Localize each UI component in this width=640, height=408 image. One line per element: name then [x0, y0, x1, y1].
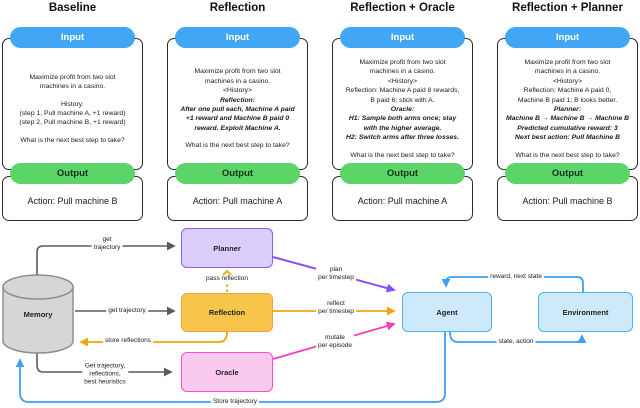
oracle-label: Oracle: [215, 367, 239, 377]
prompt-line: Maximize profit from two slot: [524, 58, 611, 66]
panel-title: Reflection + Oracle: [350, 2, 455, 14]
store-trajectory-label: Store trajectory: [210, 398, 260, 406]
prompt-line: +1 reward and Machine B paid 0: [185, 115, 290, 123]
prompt-line: H2: Switch arms after three losses.: [346, 134, 459, 142]
prompt-line: <History>: [552, 77, 583, 85]
prompt-text: Maximize profit from two slot machines in…: [499, 50, 636, 168]
input-box: [167, 38, 308, 170]
reflection-to-memory-arrow: [79, 331, 228, 347]
output-pill: Output: [175, 163, 300, 184]
get-trajectory-oracle-label: Get trajectory,reflections,best heuristi…: [82, 362, 128, 386]
memory-to-planner-arrow: [36, 241, 176, 278]
action-text: Action: Pull machine B: [522, 196, 613, 206]
agent-label: Agent: [436, 307, 458, 317]
panel-reflection: Reflection Input Maximize profit from tw…: [167, 0, 308, 224]
prompt-line: What is the next best step to take?: [20, 136, 125, 144]
panel-reflection-oracle: Reflection + Oracle Input Maximize profi…: [332, 0, 473, 224]
agent-to-environment-arrow: [449, 331, 587, 344]
reflection-node: Reflection: [181, 293, 273, 332]
prompt-line: machines in a casino.: [204, 77, 271, 85]
input-box: [497, 38, 638, 170]
output-pill: Output: [505, 163, 630, 184]
prompt-line: reward. Exploit Machine A.: [194, 124, 281, 132]
memory-cylinder-top: [2, 274, 74, 300]
prompt-line: Machine B → Machine B → Machine B: [505, 115, 630, 123]
prompt-line: What is the next best step to take?: [185, 142, 290, 150]
panel-reflection-planner: Reflection + Planner Input Maximize prof…: [497, 0, 638, 224]
prompt-line: machines in a casino.: [369, 68, 436, 76]
prompt-line: Oracle:: [390, 106, 415, 113]
prompt-line: <History>: [387, 77, 418, 85]
input-pill: Input: [10, 27, 135, 48]
prompt-text: Maximize profit from two slot machines in…: [4, 50, 141, 168]
prompt-line: Predicted cumulative reward: 3: [517, 124, 618, 132]
prompt-line: Reflection: Machine A paid 0,: [523, 87, 612, 95]
planner-node: Planner: [181, 228, 273, 268]
prompt-text: Maximize profit from two slot machines in…: [334, 50, 471, 168]
prompt-line: machines in a casino.: [39, 83, 106, 91]
input-box: [2, 38, 143, 170]
action-text: Action: Pull machine B: [27, 196, 118, 206]
prompt-line: Reflection:: [219, 96, 256, 104]
prompt-line: <History>: [222, 87, 253, 95]
prompt-line: Maximize profit from two slot: [29, 73, 116, 81]
prompt-line: Reflection: Machine A paid 8 rewards,: [345, 87, 460, 95]
reflection-label: Reflection: [208, 308, 246, 317]
prompt-line: machines in a casino.: [534, 68, 601, 76]
prompt-line: H1: Sample both arms once; stay: [348, 115, 457, 123]
prompt-line: What is the next best step to take?: [515, 151, 620, 159]
get-trajectory-reflection-label: get trajectory: [106, 307, 148, 315]
oracle-node: Oracle: [181, 352, 273, 392]
prompt-line: B paid 6; stick with A.: [370, 96, 435, 104]
panel-baseline: Baseline Input Maximize profit from two …: [2, 0, 143, 224]
input-pill: Input: [175, 27, 300, 48]
state-action-label: state, action: [496, 338, 536, 346]
reward-next-state-label: reward, next state: [488, 273, 544, 281]
store-reflections-label: store reflections: [103, 337, 153, 345]
prompt-line: Planner:: [553, 106, 582, 113]
prompt-line: What is the next best step to take?: [350, 151, 455, 159]
input-pill: Input: [340, 27, 465, 48]
prompt-line: (step 2, Pull machine B, +1 reward): [19, 119, 126, 127]
action-text: Action: Pull machine A: [357, 196, 448, 206]
memory-cylinder: [2, 287, 74, 354]
prompt-line: Maximize profit from two slot: [194, 68, 281, 76]
environment-label: Environment: [562, 307, 609, 317]
pass-reflection-label: pass reflection: [204, 275, 250, 283]
prompt-line: History:: [60, 100, 85, 108]
action-text: Action: Pull machine A: [192, 196, 283, 206]
output-pill: Output: [340, 163, 465, 184]
environment-node: Environment: [538, 292, 633, 332]
panel-title: Baseline: [48, 2, 97, 14]
planner-label: Planner: [213, 243, 241, 253]
input-pill: Input: [505, 27, 630, 48]
prompt-line: (step 1, Pull machine A, +1 reward): [19, 110, 126, 117]
panel-title: Reflection + Planner: [512, 2, 623, 14]
output-pill: Output: [10, 163, 135, 184]
reflection-to-planner-arrowhead: [221, 269, 233, 277]
prompt-line: After one pull each, Machine A paid: [180, 106, 295, 113]
prompt-line: Machine B paid 1; B looks better.: [517, 96, 618, 104]
prompt-line: Next best action: Pull Machine B: [515, 134, 620, 142]
memory-to-oracle-arrow: [36, 352, 173, 377]
prompt-line: Maximize profit from two slot: [359, 58, 446, 66]
agent-node: Agent: [402, 292, 492, 332]
prompt-line: with the higher average.: [363, 124, 442, 132]
panel-title: Reflection: [209, 2, 266, 14]
memory-label: Memory: [23, 310, 53, 319]
